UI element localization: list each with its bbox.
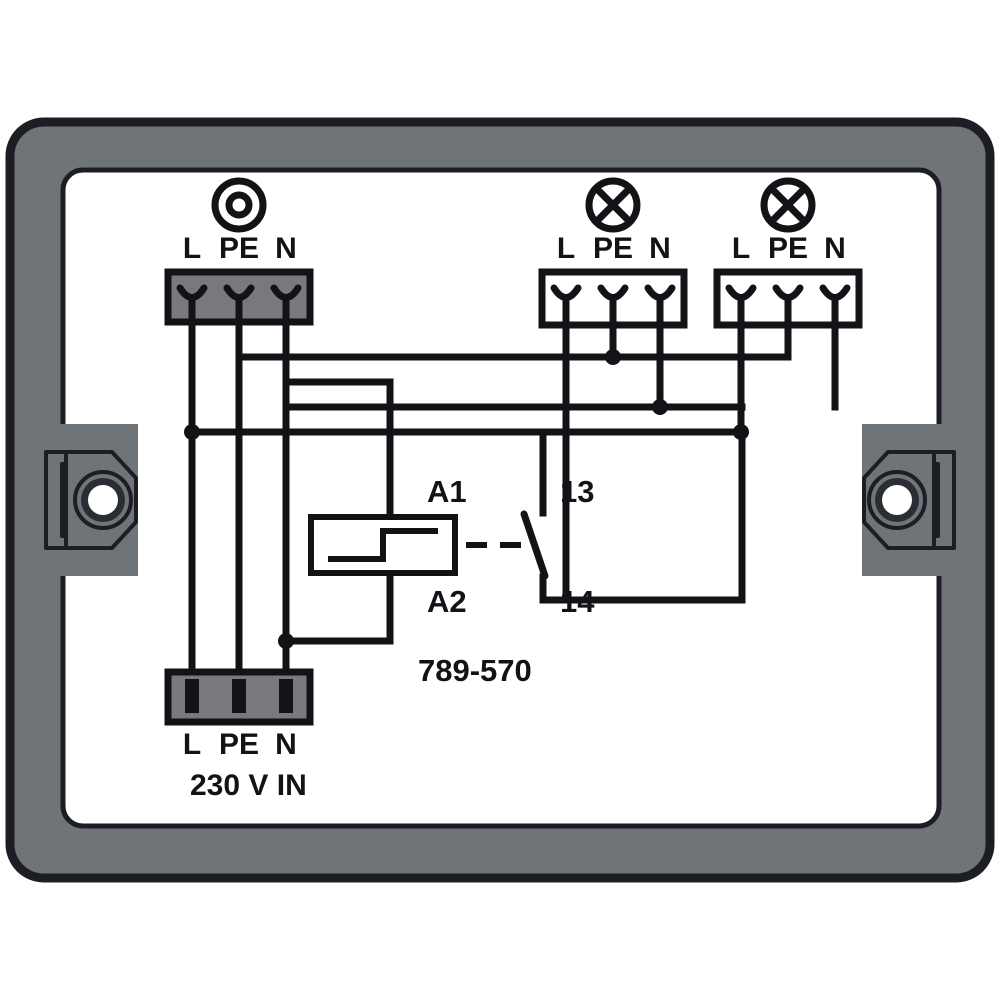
junction-dot-L-bus xyxy=(184,424,200,440)
label-lamp1-N: N xyxy=(649,232,671,265)
lamp1-pin-L-cup xyxy=(550,284,582,301)
lamp2-pin-L-cup xyxy=(725,284,757,301)
socket-out-pin-PE-cup xyxy=(223,284,255,301)
label-socket-out-N: N xyxy=(275,232,297,265)
no-contact-icon xyxy=(520,510,549,580)
socket-inner-circle xyxy=(225,191,253,219)
label-socket-out-PE: PE xyxy=(219,232,259,265)
lamp-icon-1 xyxy=(585,177,641,233)
junction-dot-PE-bus xyxy=(605,349,621,365)
mounting-tab-left xyxy=(36,424,138,576)
label-contact-13: 13 xyxy=(560,474,594,509)
relay-coil-step-icon xyxy=(328,528,438,562)
relay-coil xyxy=(308,514,458,576)
label-coil-A2: A2 xyxy=(427,584,467,619)
supply-blade-N xyxy=(279,679,293,713)
lamp1-pin-PE-cup xyxy=(597,284,629,301)
lamp2-pin-PE-cup xyxy=(772,284,804,301)
lamp-2-cross-b xyxy=(768,185,808,225)
label-lamp2-N: N xyxy=(824,232,846,265)
wiring-network xyxy=(188,318,839,676)
lamp-1-cross-b xyxy=(593,185,633,225)
label-lamp2-PE: PE xyxy=(768,232,808,265)
label-coil-A1: A1 xyxy=(427,474,467,509)
lamp2-pin-N-cup xyxy=(819,284,851,301)
lamp-1-circle xyxy=(585,177,641,233)
label-supply-PE: PE xyxy=(219,728,259,761)
junction-dot-lamp2-L xyxy=(733,424,749,440)
wire-N-to-coil-A1 xyxy=(282,378,394,536)
label-supply-N: N xyxy=(275,728,297,761)
label-supply-L: L xyxy=(183,728,201,761)
socket-outlet-icon xyxy=(211,177,267,233)
connector-lamp-out-1[interactable] xyxy=(538,268,688,329)
contact-blade xyxy=(520,510,549,580)
wire-contact-14-lead xyxy=(539,573,746,604)
wire-coil-A2-to-N xyxy=(282,569,394,645)
supply-blade-PE xyxy=(232,679,246,713)
mounting-hole-right xyxy=(882,485,912,515)
label-part-number: 789-570 xyxy=(418,653,532,688)
mounting-tab-right xyxy=(862,424,964,576)
socket-outer-circle xyxy=(211,177,267,233)
label-contact-14: 14 xyxy=(560,584,595,619)
wire-lamp2-PE-down xyxy=(646,321,792,361)
lamp1-pin-N-cup xyxy=(644,284,676,301)
lamp-2-circle xyxy=(760,177,816,233)
label-lamp2-L: L xyxy=(732,232,750,265)
mounting-hole-left xyxy=(88,485,118,515)
label-socket-out-L: L xyxy=(183,232,201,265)
supply-blade-L xyxy=(185,679,199,713)
label-lamp1-PE: PE xyxy=(593,232,633,265)
junction-dot-N-node xyxy=(278,633,294,649)
label-lamp1-L: L xyxy=(557,232,575,265)
socket-out-pin-N-cup xyxy=(270,284,302,301)
wire-junction-dots xyxy=(184,349,749,649)
connector-supply-in[interactable] xyxy=(164,668,314,726)
connector-lamp-out-2[interactable] xyxy=(713,268,863,329)
junction-dot-N-bus xyxy=(652,399,668,415)
socket-out-pin-L-cup xyxy=(176,284,208,301)
lamp-icon-2 xyxy=(760,177,816,233)
label-supply-voltage: 230 V IN xyxy=(190,769,307,802)
connector-socket-out[interactable] xyxy=(164,268,314,326)
